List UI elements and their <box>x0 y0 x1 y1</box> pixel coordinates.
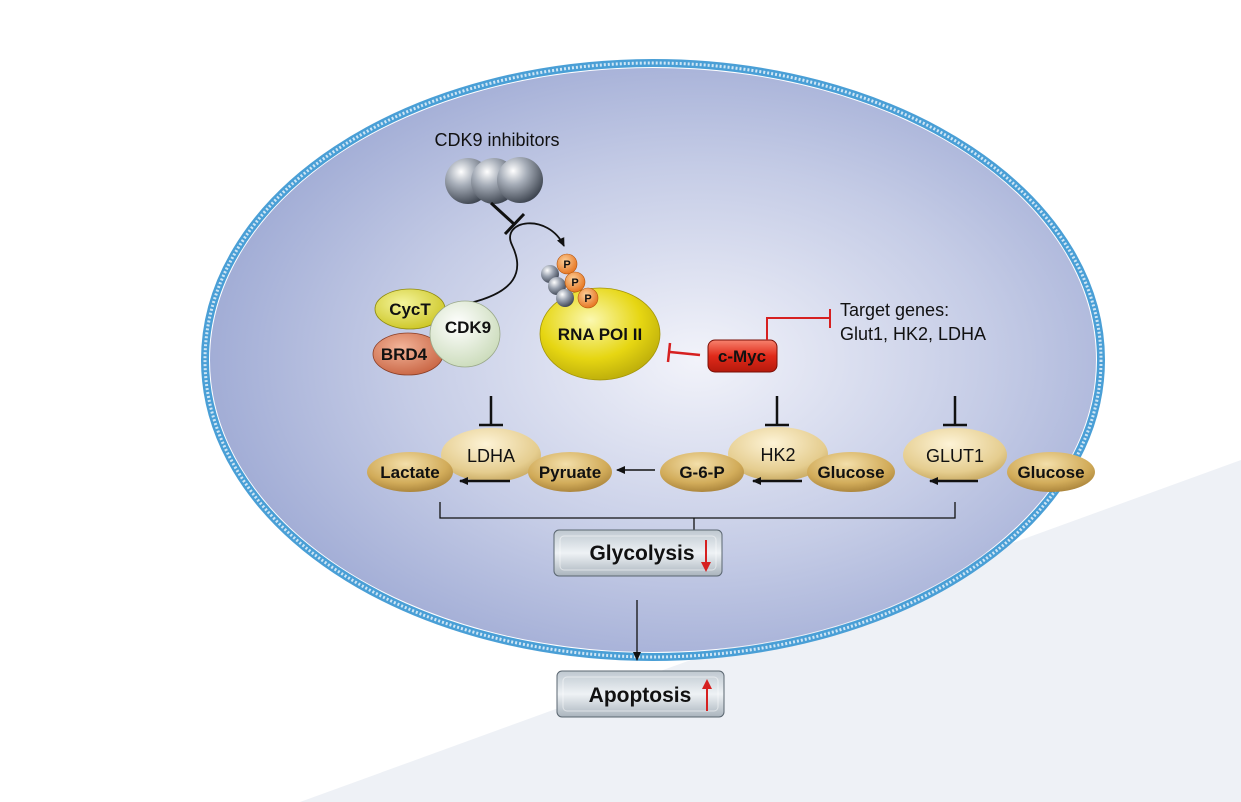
glycolysis-pathway: LDHA Lactate Pyruate HK2 G-6-P Glucose G… <box>367 427 1095 492</box>
brd4-label: BRD4 <box>381 345 428 364</box>
apoptosis-label: Apoptosis <box>589 684 692 707</box>
glucose-outer-label: Glucose <box>1017 463 1084 482</box>
up-arrow-icon <box>702 679 712 711</box>
pyruvate-label: Pyruate <box>539 463 601 482</box>
phospho-group: P <box>577 287 599 309</box>
down-arrow-icon <box>701 540 711 572</box>
cmyc-target-connector <box>766 317 830 340</box>
glut1-transporter <box>903 428 1007 482</box>
phosphorylation-arrow <box>469 222 565 304</box>
rna-pol-ii-label: RNA POl II <box>558 325 642 344</box>
rna-pol-ii: RNA POl II P P P <box>539 253 661 381</box>
rna-pol-ii-body <box>539 287 661 381</box>
cdk9-inhibitors: CDK9 inhibitors <box>434 130 560 204</box>
target-genes-list: Glut1, HK2, LDHA <box>840 324 986 344</box>
ldha-label: LDHA <box>467 446 515 466</box>
g6p-label: G-6-P <box>679 463 724 482</box>
cdk9-label: CDK9 <box>445 318 491 337</box>
cdk9-complex: CycT BRD4 CDK9 <box>372 288 501 376</box>
phospho-group: P <box>556 253 578 275</box>
glycolysis-bracket <box>439 502 956 519</box>
lactate-label: Lactate <box>380 463 440 482</box>
ldha-enzyme <box>441 428 541 482</box>
target-genes-title: Target genes: <box>840 300 949 320</box>
g6p-metabolite <box>660 452 744 492</box>
glut1-inhibition-symbol <box>943 396 967 427</box>
cmyc-label: c-Myc <box>718 347 766 366</box>
cdk9-protein <box>429 300 501 368</box>
glucose-inner-label: Glucose <box>817 463 884 482</box>
inhibitor-label: CDK9 inhibitors <box>434 130 559 150</box>
phospho-label: P <box>563 259 570 271</box>
phospho-group: P <box>564 271 586 293</box>
ctd-sphere-icon <box>556 289 574 307</box>
ldha-inhibition-symbol <box>479 396 503 427</box>
cytoplasm <box>210 68 1096 652</box>
pyruvate-metabolite <box>528 452 612 492</box>
cyct-label: CycT <box>389 300 431 319</box>
apoptosis-box: Apoptosis <box>556 670 725 718</box>
lactate-metabolite <box>367 452 453 492</box>
hk2-label: HK2 <box>760 445 795 465</box>
cell <box>201 59 1105 661</box>
glycolysis-label: Glycolysis <box>589 542 694 565</box>
cmyc-box <box>707 339 778 373</box>
phospho-label: P <box>571 277 578 289</box>
inhibitor-sphere-icon <box>497 157 543 203</box>
glycolysis-box: Glycolysis <box>553 529 723 577</box>
phospho-label: P <box>584 293 591 305</box>
glucose-extracellular <box>1007 452 1095 492</box>
glut1-label: GLUT1 <box>926 446 984 466</box>
cdk9-inhibition-symbol <box>489 201 526 236</box>
glucose-intracellular <box>807 452 895 492</box>
hk2-enzyme <box>728 427 828 481</box>
cmyc: c-Myc <box>707 339 778 373</box>
hk2-inhibition-symbol <box>765 396 789 427</box>
pol-to-cmyc-inhibition <box>666 342 701 363</box>
